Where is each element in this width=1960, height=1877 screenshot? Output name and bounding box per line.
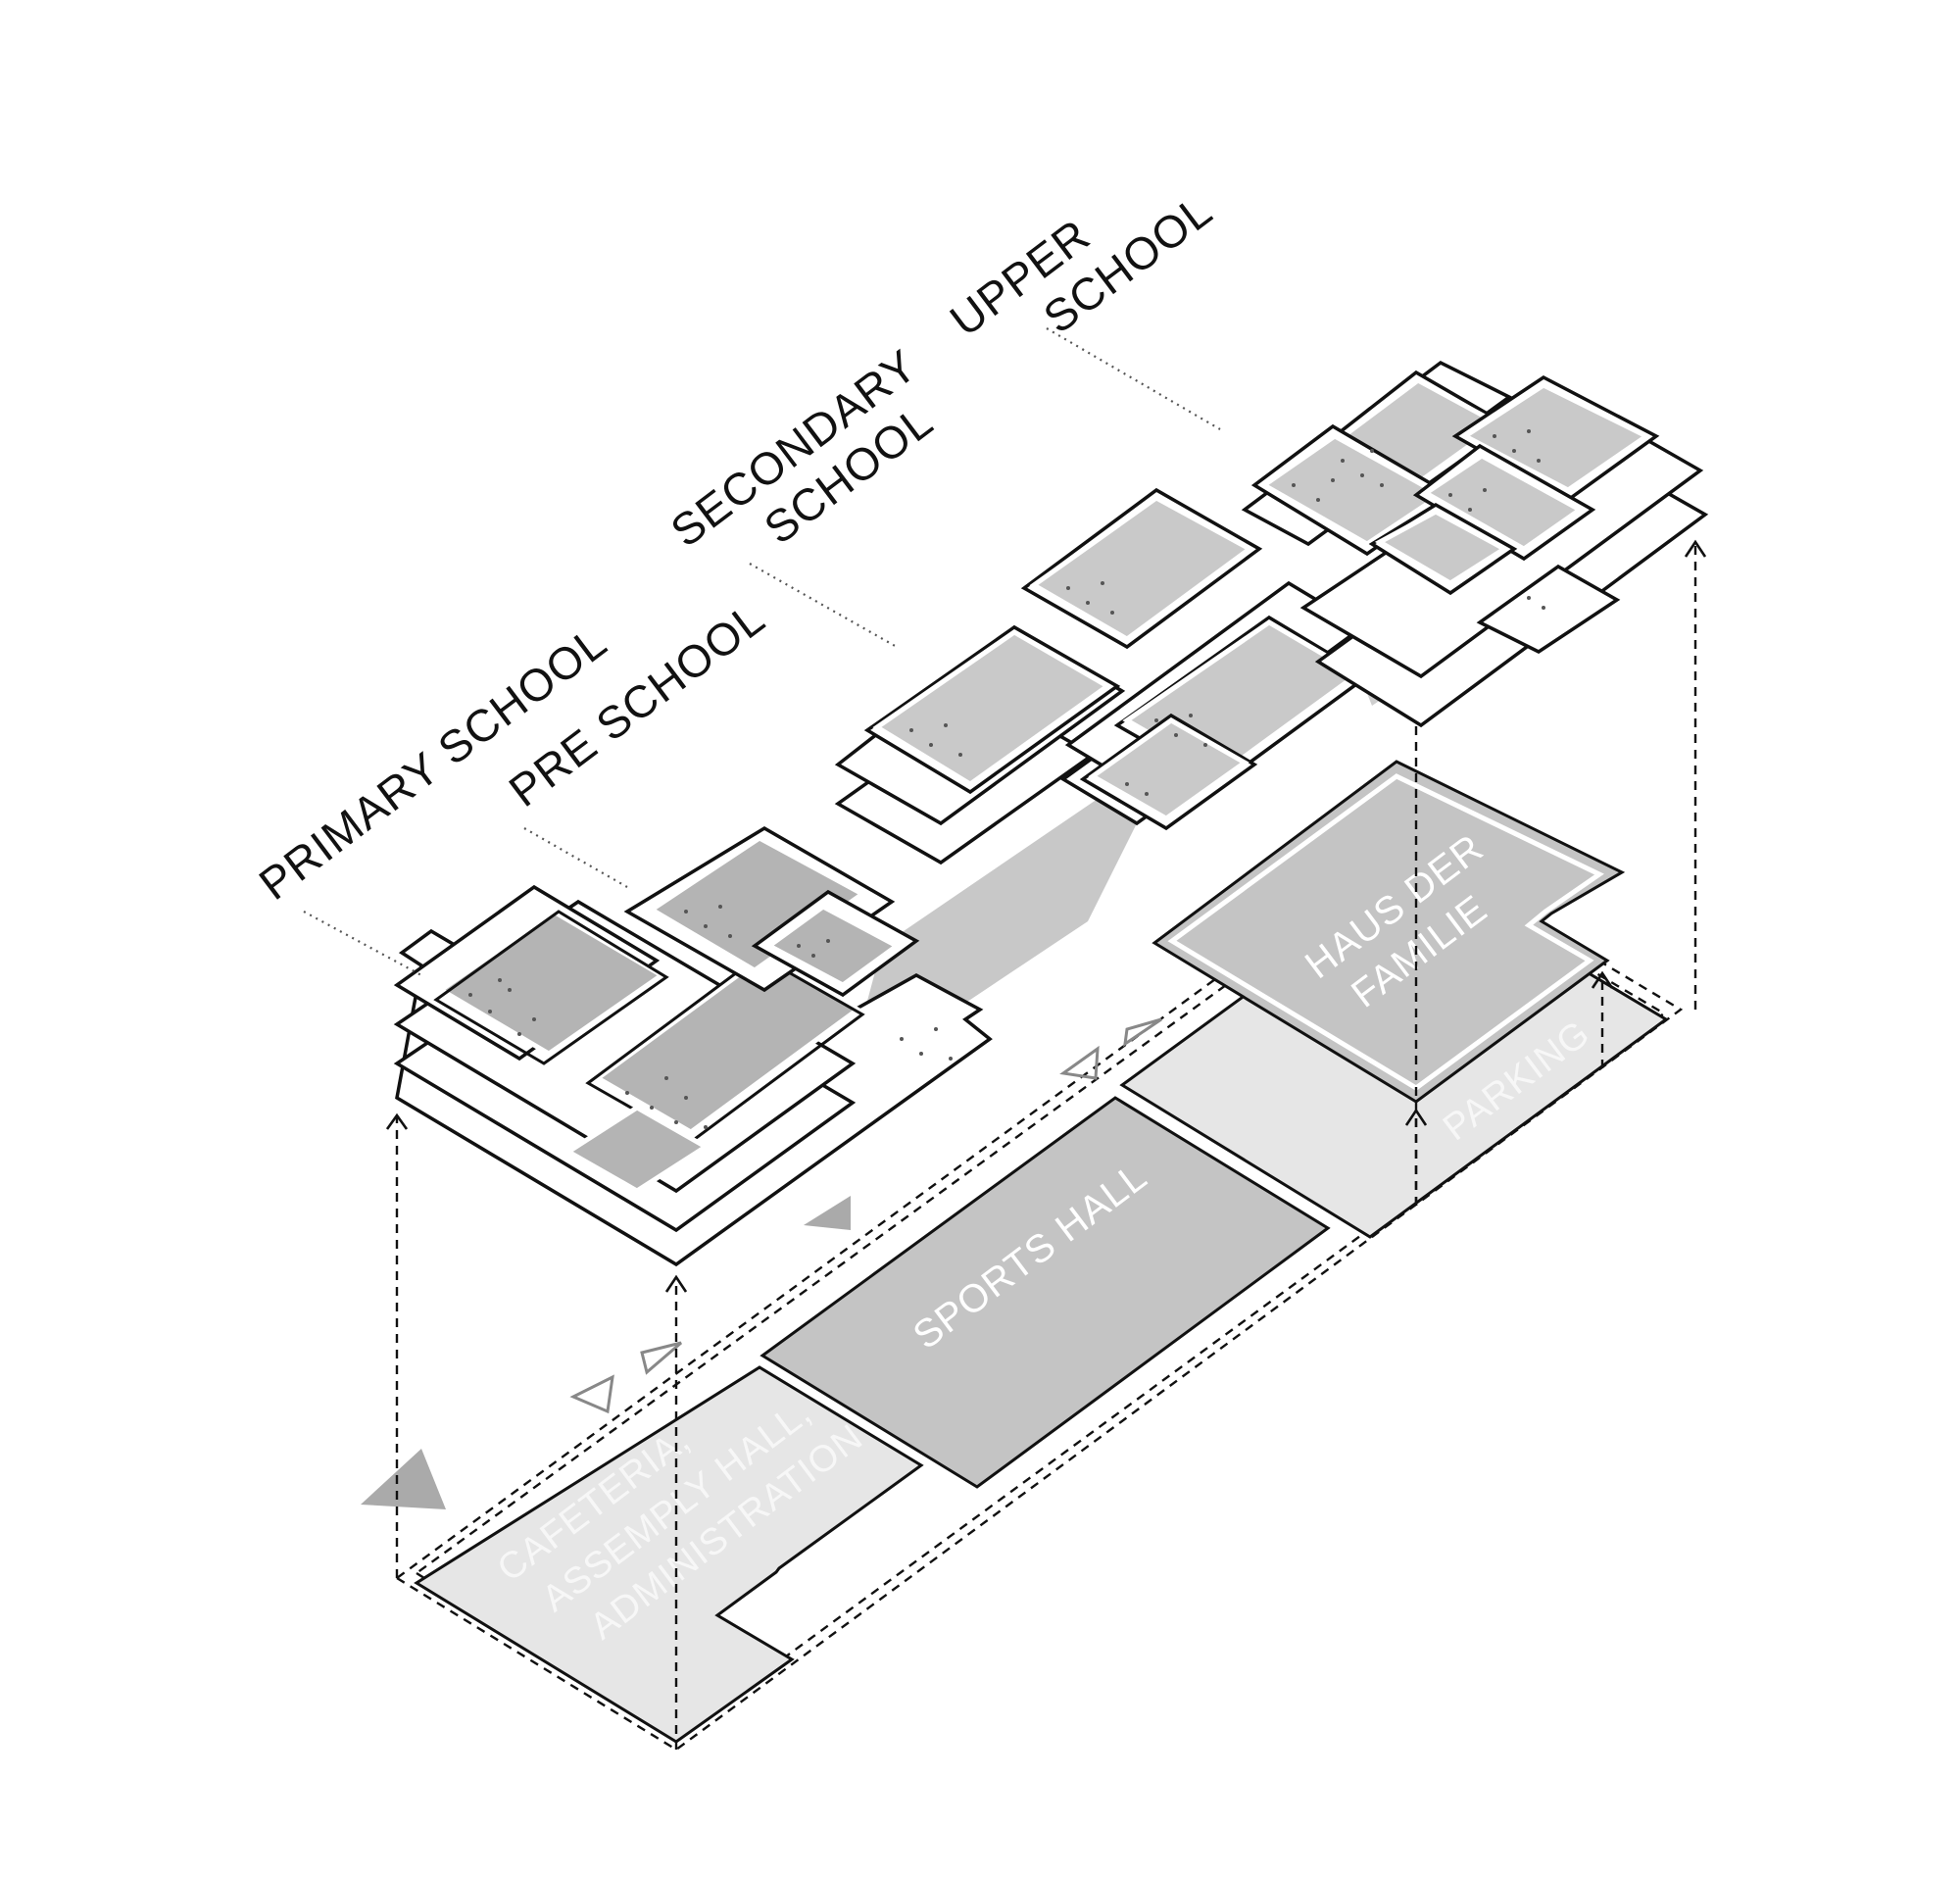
site-outline-dashed xyxy=(394,841,1684,1752)
preschool-room-2 xyxy=(764,904,902,988)
vertical-connections xyxy=(385,539,1707,1750)
entrance-arrow-outline-4 xyxy=(1123,1017,1162,1048)
label-secondary-school: SECONDARY SCHOOL xyxy=(662,339,943,557)
primary-room-2 xyxy=(593,953,862,1135)
sports-hall-block xyxy=(760,1096,1331,1489)
preschool-room-1 xyxy=(647,835,867,973)
upper-room-5 xyxy=(1374,509,1509,586)
haus-der-familie-block xyxy=(1152,760,1626,1104)
entrance-arrow-large xyxy=(361,1449,446,1509)
haus-der-familie-inner xyxy=(1167,773,1604,1092)
upper-room-4 xyxy=(1421,453,1585,552)
entrance-arrow-outline-2 xyxy=(640,1341,682,1375)
entrance-arrow-outline-3 xyxy=(1059,1045,1100,1080)
entrance-arrow-outline-1 xyxy=(569,1374,614,1414)
upper-school-wing xyxy=(1241,360,1709,728)
primary-school-wing xyxy=(393,884,993,1267)
room-speckle-texture xyxy=(468,429,1545,1129)
top-labels: PRIMARY SCHOOL PRE SCHOOL SECONDARY SCHO… xyxy=(250,184,1222,910)
secondary-school-wing xyxy=(834,487,1371,865)
label-upper-school: UPPER SCHOOL xyxy=(941,184,1222,346)
cafeteria-block xyxy=(414,1365,924,1744)
upper-floors-layer xyxy=(393,360,1709,1267)
leader-lines xyxy=(303,327,1221,976)
pre-school-wing xyxy=(623,825,920,998)
entrance-arrow-upper xyxy=(804,1196,851,1230)
secondary-room-4 xyxy=(1029,495,1254,642)
primary-room-3 xyxy=(564,1105,710,1194)
upper-room-3 xyxy=(1460,382,1651,493)
secondary-room-1 xyxy=(872,629,1112,787)
